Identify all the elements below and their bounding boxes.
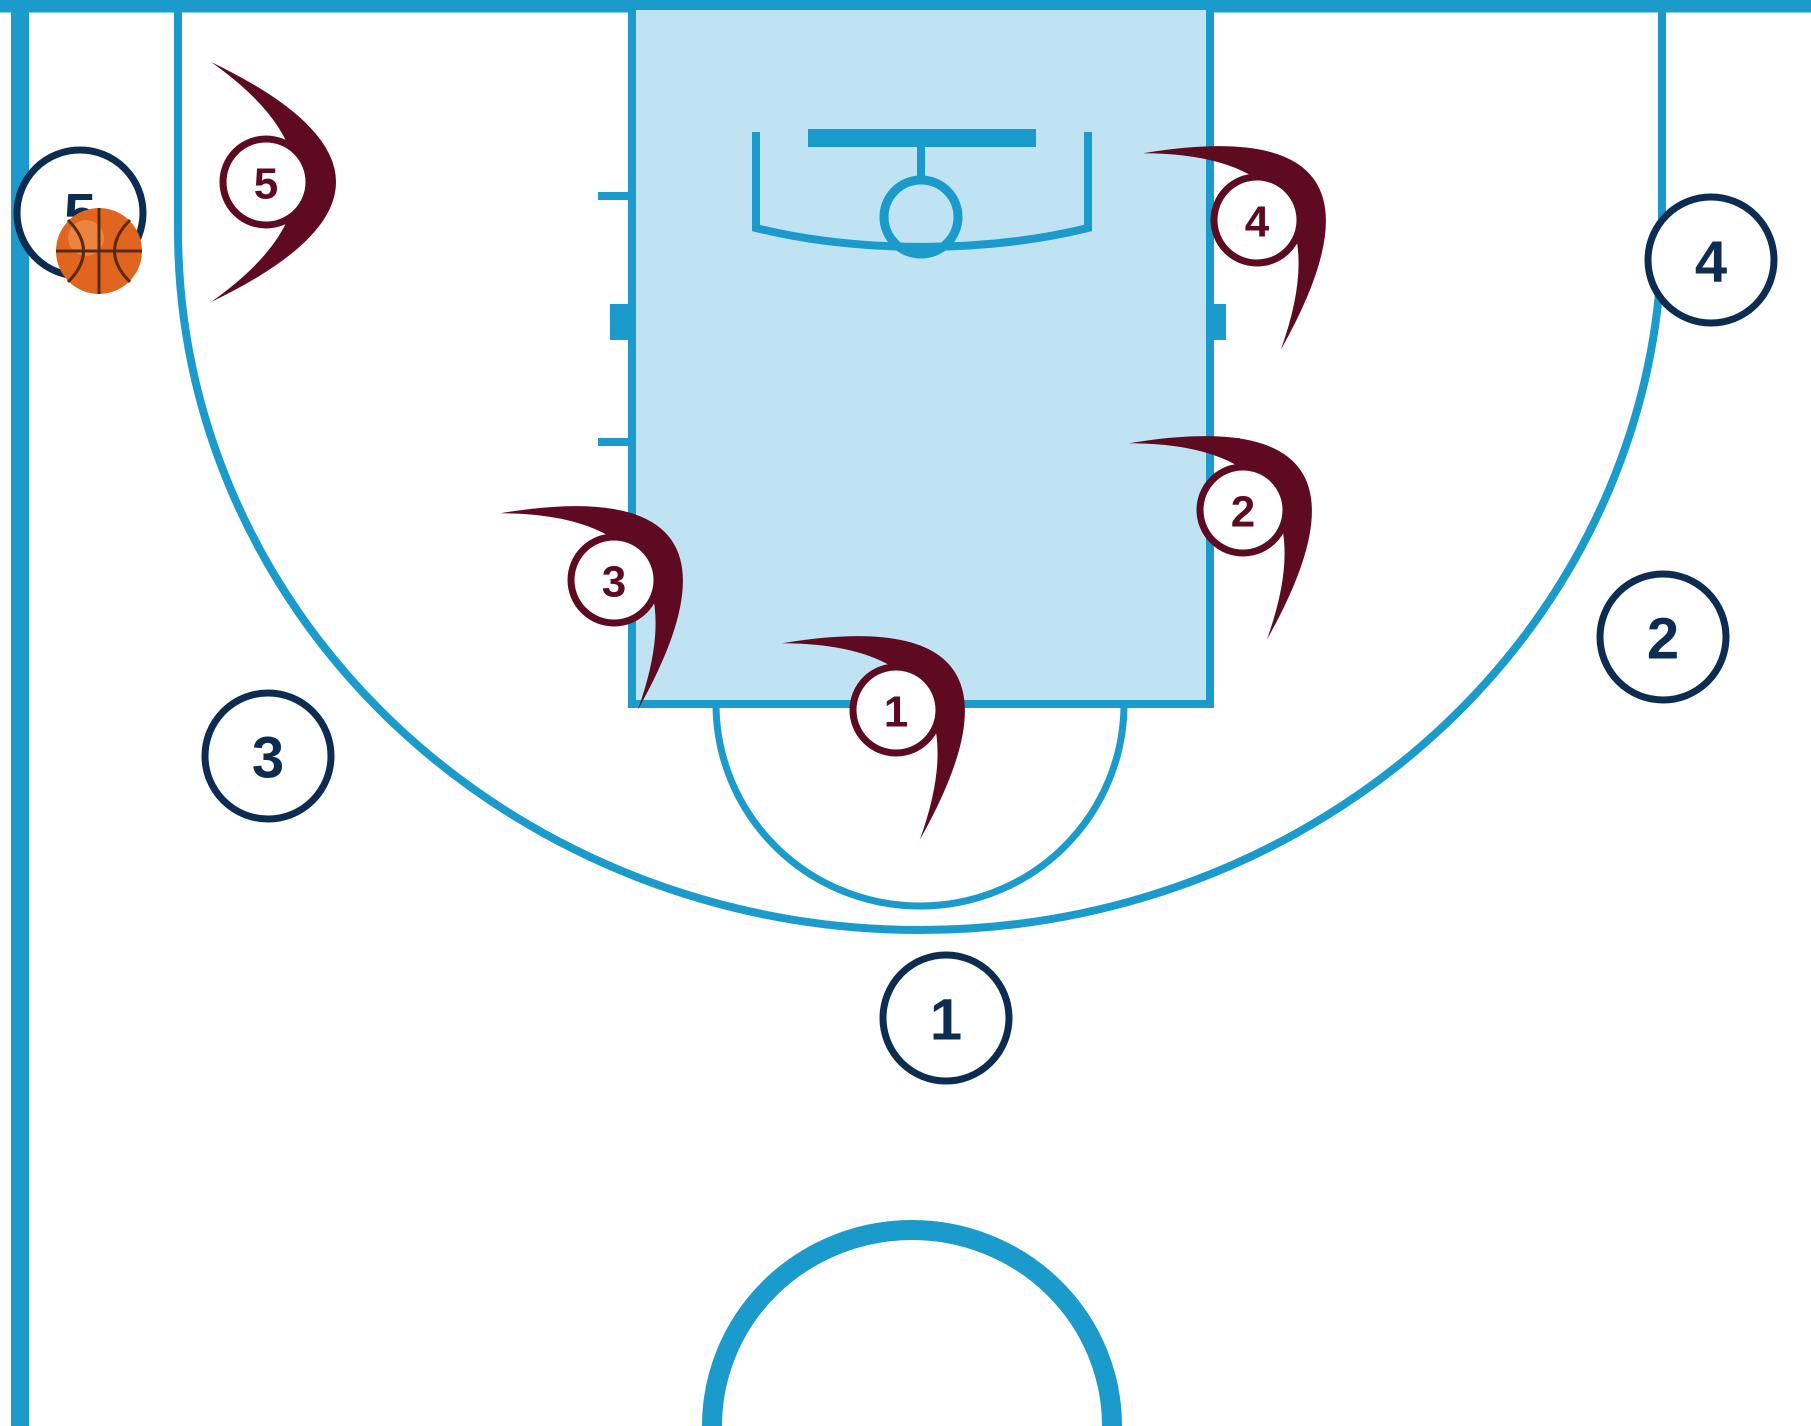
offense-player-2: 2 — [1600, 574, 1726, 700]
offense-number: 3 — [252, 726, 284, 791]
defender-number: 2 — [1231, 488, 1255, 537]
lane-block — [1210, 304, 1226, 340]
defender-number: 3 — [602, 558, 626, 607]
center-circle — [712, 1230, 1112, 1426]
offense-number: 4 — [1695, 230, 1727, 295]
offense-player-3: 3 — [205, 693, 331, 819]
offense-number: 2 — [1647, 607, 1679, 672]
defender-number: 5 — [254, 160, 278, 209]
paint-key — [632, 6, 1210, 704]
offense-player-4: 4 — [1648, 197, 1774, 323]
basketball-icon — [56, 208, 142, 294]
offense-number: 1 — [930, 988, 962, 1053]
defender-number: 1 — [884, 688, 908, 737]
offense-player-1: 1 — [883, 955, 1009, 1081]
defender-number: 4 — [1245, 198, 1270, 247]
lane-block — [610, 304, 632, 340]
defender-5: 5 — [211, 62, 336, 302]
